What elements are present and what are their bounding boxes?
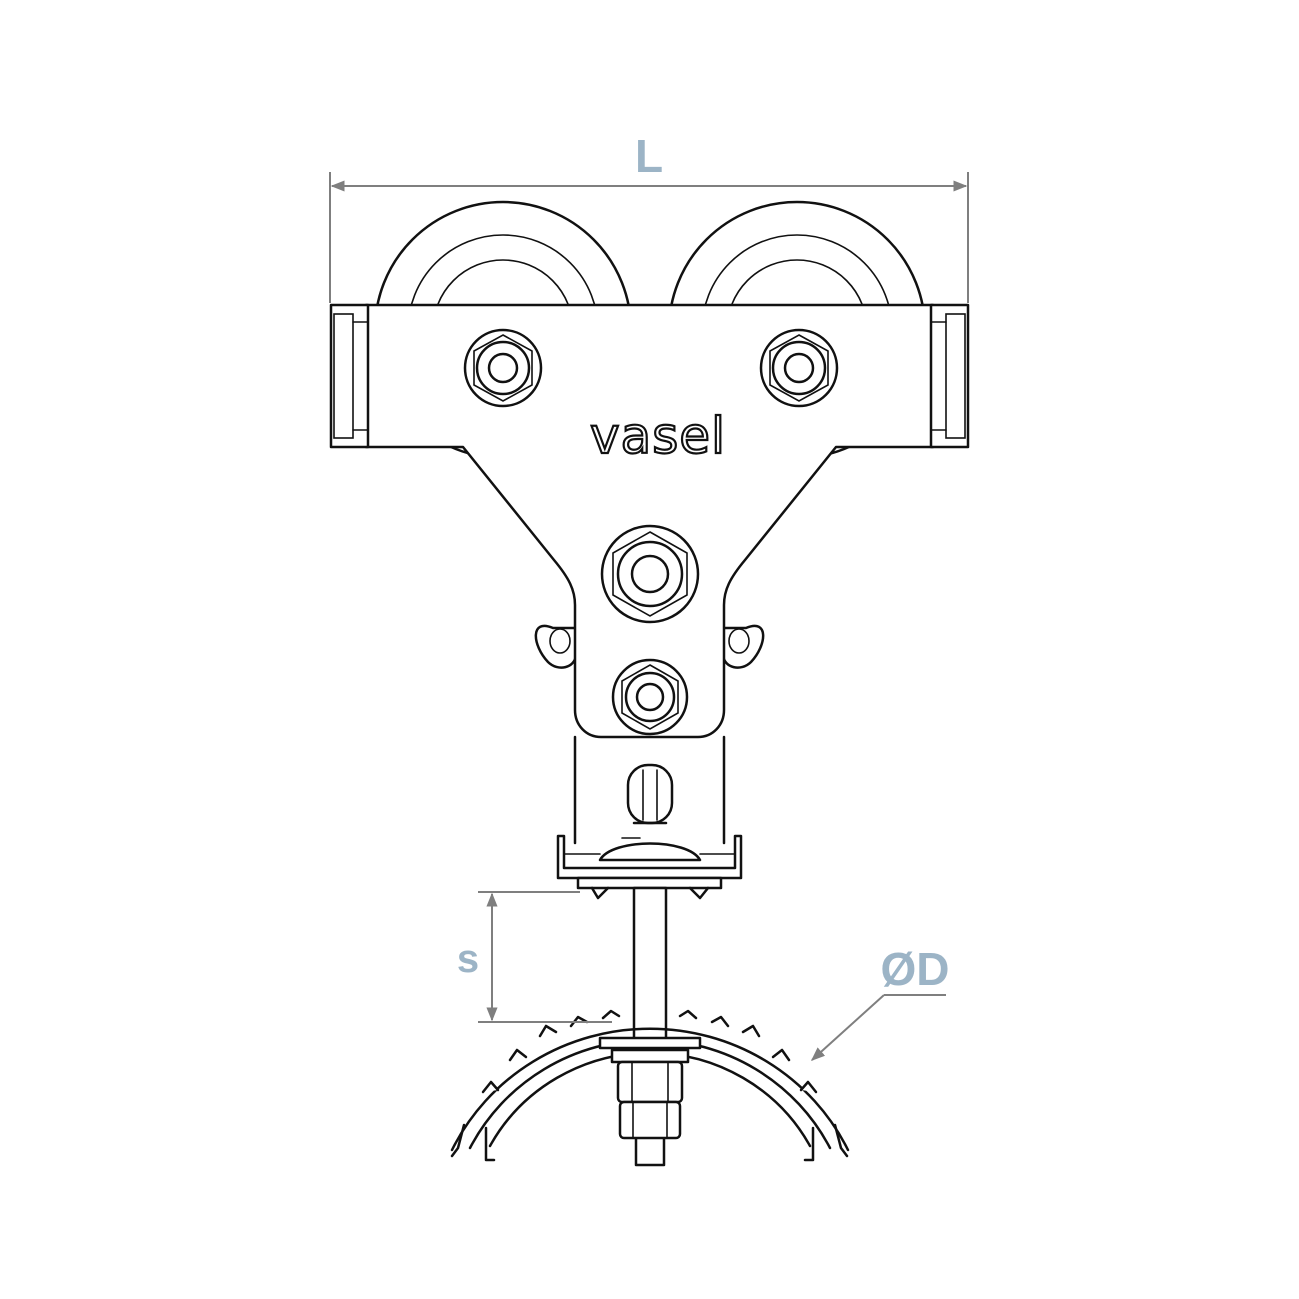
dimension-label-spacing: s	[457, 937, 479, 981]
clamp-saddle	[556, 834, 743, 900]
dimension-label-length: L	[635, 130, 663, 182]
hanger-frame	[573, 735, 726, 845]
dimension-diameter	[810, 994, 946, 1061]
dimension-length	[329, 172, 969, 303]
right-side-lug	[721, 624, 765, 669]
pipe-clamp	[450, 1009, 850, 1162]
hex-nut-lower	[618, 1100, 682, 1140]
right-end-block	[929, 303, 970, 449]
left-axle-nut	[463, 328, 543, 408]
swivel-pin	[626, 763, 674, 825]
lower-bolt-nut	[611, 658, 689, 736]
main-plate	[364, 303, 935, 739]
center-pivot-nut	[600, 524, 700, 624]
left-side-lug	[534, 624, 578, 669]
right-axle-nut	[759, 328, 839, 408]
hex-nut-upper	[616, 1060, 684, 1104]
dimension-label-diameter: ØD	[881, 943, 950, 995]
brand-logo: vasel	[590, 407, 726, 465]
left-end-block	[329, 303, 370, 449]
dimension-spacing	[478, 891, 612, 1023]
